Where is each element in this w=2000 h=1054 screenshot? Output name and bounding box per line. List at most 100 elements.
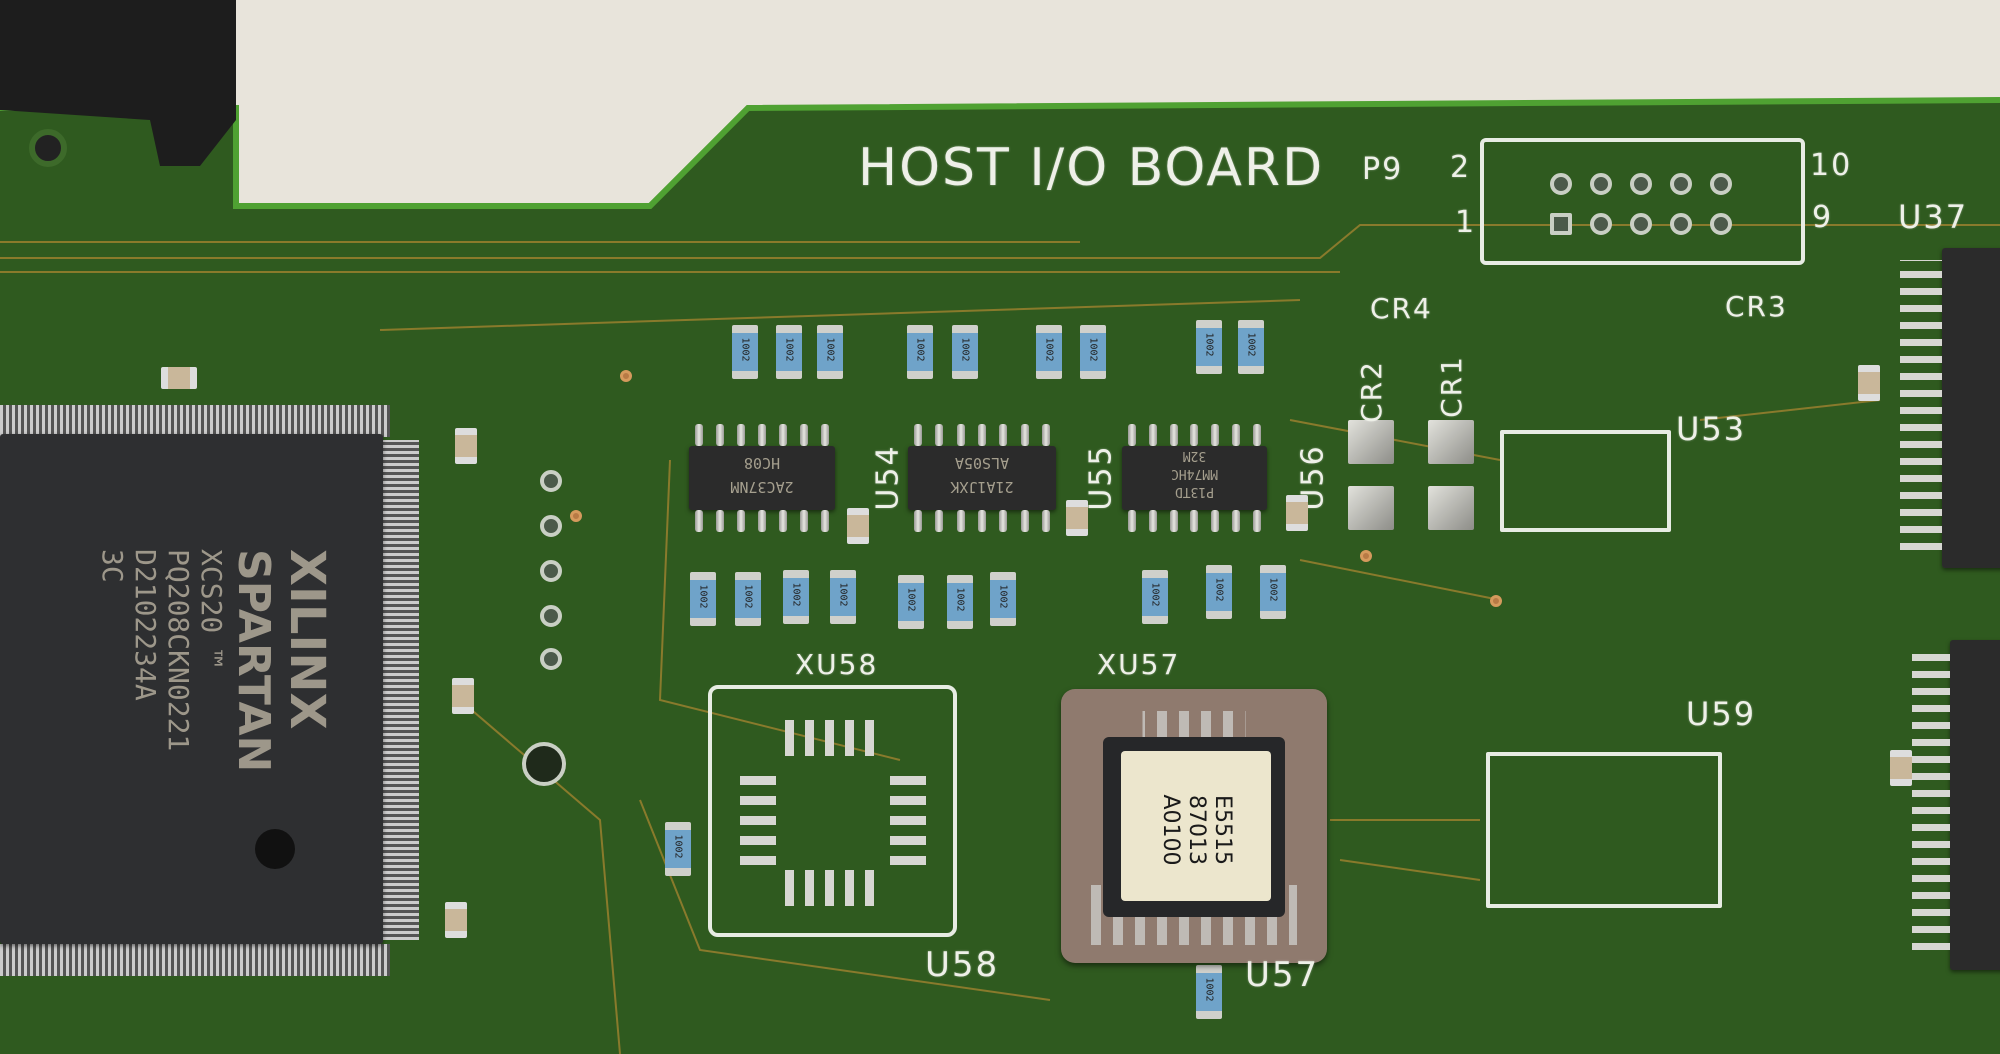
resistor: 1002 bbox=[665, 822, 691, 876]
chip-pin bbox=[956, 510, 965, 532]
resistor-code: 1002 bbox=[1245, 332, 1257, 357]
chip-pin bbox=[1211, 510, 1220, 532]
resistor-code: 1002 bbox=[1087, 337, 1099, 362]
connector-p9-outline bbox=[1480, 138, 1805, 265]
chip-u56: 32M MM74HC P13TD bbox=[1122, 424, 1267, 532]
resistor: 1002 bbox=[1142, 570, 1168, 624]
u53-outline bbox=[1500, 430, 1671, 532]
chip-pin bbox=[1128, 510, 1136, 532]
mounting-hole bbox=[522, 742, 566, 786]
u59-outline bbox=[1486, 752, 1722, 908]
chip-pin bbox=[1232, 510, 1241, 532]
capacitor bbox=[1858, 365, 1880, 401]
ref-cr1: CR1 bbox=[1434, 355, 1468, 418]
eprom-label-line: A0100 bbox=[1158, 794, 1183, 866]
via bbox=[1490, 595, 1502, 607]
resistor-code: 1002 bbox=[1267, 577, 1279, 602]
resistor: 1002 bbox=[1206, 565, 1232, 619]
resistor: 1002 bbox=[732, 325, 758, 379]
eprom-label-line: 87013 bbox=[1184, 795, 1209, 865]
capacitor bbox=[445, 902, 467, 938]
chip-pin bbox=[716, 510, 724, 532]
resistor-code: 1002 bbox=[1213, 577, 1225, 602]
xilinx-logo: XILINX bbox=[279, 549, 335, 730]
chip-pin bbox=[758, 510, 766, 532]
resistor-code: 1002 bbox=[1203, 332, 1215, 357]
resistor: 1002 bbox=[990, 572, 1016, 626]
resistor-code: 1002 bbox=[790, 582, 802, 607]
pin-label: 9 bbox=[1812, 200, 1834, 235]
chip-u55: ALS05A 21A1JXK bbox=[908, 424, 1056, 532]
capacitor bbox=[1890, 750, 1912, 786]
chip-marking: 21A1JXK bbox=[950, 478, 1014, 496]
resistor: 1002 bbox=[907, 325, 933, 379]
resistor: 1002 bbox=[1238, 320, 1264, 374]
capacitor bbox=[1066, 500, 1088, 536]
connector-ref-label: P9 bbox=[1362, 152, 1404, 187]
resistor-code: 1002 bbox=[905, 587, 917, 612]
fpga-line: PQ208CKN0221 bbox=[162, 549, 195, 752]
via bbox=[620, 370, 632, 382]
diode-pad bbox=[1348, 420, 1394, 464]
chip-pin bbox=[1169, 510, 1178, 532]
u58-footprint-pads bbox=[740, 720, 930, 906]
resistor-code: 1002 bbox=[1203, 977, 1215, 1002]
chip-pin bbox=[779, 510, 787, 532]
chip-pin bbox=[1190, 424, 1199, 446]
resistor: 1002 bbox=[1196, 965, 1222, 1019]
chip-pin bbox=[1041, 424, 1050, 446]
resistor-code: 1002 bbox=[837, 582, 849, 607]
resistor-code: 1002 bbox=[1149, 582, 1161, 607]
fpga-pins-bottom bbox=[0, 944, 390, 976]
resistor-code: 1002 bbox=[739, 337, 751, 362]
pin1-dot bbox=[255, 829, 295, 869]
ref-u59: U59 bbox=[1686, 695, 1757, 733]
chip-pin bbox=[1252, 424, 1261, 446]
ref-xu57: XU57 bbox=[1097, 648, 1181, 681]
diode-pad bbox=[1348, 486, 1394, 530]
fpga-pins-top bbox=[0, 405, 390, 437]
eprom-label-line: E5515 bbox=[1210, 795, 1235, 865]
resistor: 1002 bbox=[1196, 320, 1222, 374]
chip-pin bbox=[779, 424, 787, 446]
chip-pin bbox=[914, 510, 922, 532]
test-point bbox=[540, 560, 562, 582]
ref-u57: U57 bbox=[1245, 955, 1320, 995]
via bbox=[1360, 550, 1372, 562]
chip-pin bbox=[800, 424, 808, 446]
resistor: 1002 bbox=[735, 572, 761, 626]
via bbox=[570, 510, 582, 522]
resistor: 1002 bbox=[1260, 565, 1286, 619]
chip-pin bbox=[935, 424, 944, 446]
chip-pin bbox=[1148, 424, 1157, 446]
fpga-pins-right bbox=[383, 440, 419, 940]
chip-right-lower bbox=[1950, 640, 2000, 970]
capacitor bbox=[1286, 495, 1308, 531]
fpga-line: 3C bbox=[96, 549, 129, 583]
ref-u58: U58 bbox=[925, 945, 1000, 985]
chip-marking: ALS05A bbox=[954, 454, 1010, 472]
resistor: 1002 bbox=[1080, 325, 1106, 379]
board-title: HOST I/O BOARD bbox=[858, 138, 1325, 198]
xilinx-spartan-fpga: XILINX SPARTAN XCS20 ™ PQ208CKN0221 D210… bbox=[0, 434, 383, 944]
resistor-code: 1002 bbox=[742, 584, 754, 609]
resistor-code: 1002 bbox=[997, 584, 1009, 609]
resistor-code: 1002 bbox=[914, 337, 926, 362]
chip-pin bbox=[1020, 424, 1029, 446]
chip-marking: P13TD bbox=[1174, 484, 1215, 499]
chip-marking: HC08 bbox=[743, 454, 781, 472]
fpga-line: D2102234A bbox=[129, 549, 162, 701]
chip-pin bbox=[695, 424, 703, 446]
chip-pin bbox=[1211, 424, 1220, 446]
chip-pin bbox=[935, 510, 944, 532]
pin-label: 10 bbox=[1810, 148, 1853, 183]
resistor: 1002 bbox=[830, 570, 856, 624]
ref-cr3: CR3 bbox=[1725, 290, 1788, 323]
chip-marking: MM74HC bbox=[1171, 466, 1218, 481]
resistor: 1002 bbox=[898, 575, 924, 629]
ref-u37: U37 bbox=[1898, 198, 1969, 236]
resistor-code: 1002 bbox=[697, 584, 709, 609]
resistor-code: 1002 bbox=[1043, 337, 1055, 362]
chip-pin bbox=[821, 424, 829, 446]
xu57-plcc-socket: E5515 87013 A0100 bbox=[1061, 689, 1327, 963]
